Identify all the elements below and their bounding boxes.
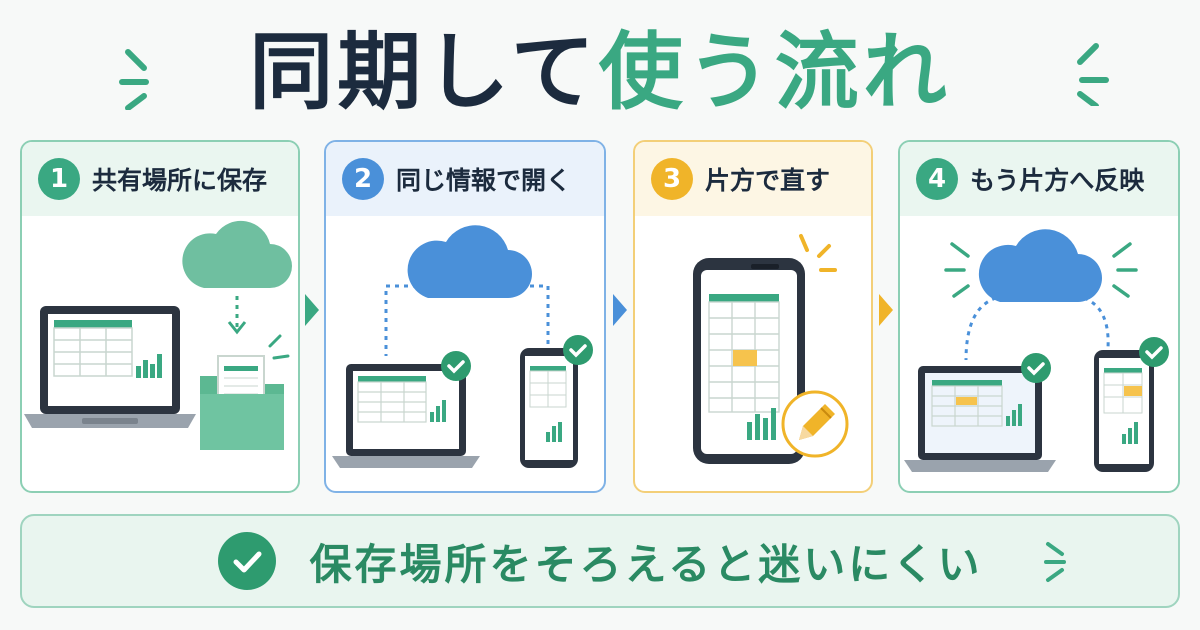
step-card-4: 4 もう片方へ反映: [898, 140, 1180, 493]
title-part-2: 使う流れ: [598, 23, 951, 121]
smartphone-icon: [520, 348, 578, 468]
summary-banner: 保存場所をそろえると迷いにくい: [20, 514, 1180, 608]
step-illustration-2: [332, 225, 593, 468]
step-header-2: 2 同じ情報で開く: [326, 142, 604, 216]
step-card-1: 1 共有場所に保存: [20, 140, 300, 493]
step-title-2: 同じ情報で開く: [396, 166, 572, 195]
step-header-3: 3 片方で直す: [635, 142, 871, 216]
step-title-4: もう片方へ反映: [970, 166, 1145, 195]
check-icon: [563, 335, 593, 365]
cloud-icon: [182, 220, 292, 288]
step-title-3: 片方で直す: [705, 166, 831, 195]
arrow-right-icon: [613, 294, 627, 326]
cloud-icon: [978, 229, 1102, 302]
laptop-icon: [332, 364, 480, 468]
sparkle-right-icon: [1077, 43, 1109, 106]
step-card-3: 3 片方で直す: [633, 140, 873, 493]
cloud-icon: [407, 225, 532, 298]
step-number-4: 4: [916, 158, 958, 200]
smartphone-icon: [693, 258, 805, 464]
check-icon: [441, 351, 471, 381]
title-part-1: 同期して: [249, 23, 599, 121]
pencil-icon: [781, 390, 849, 458]
step-illustration-3: [693, 234, 849, 464]
check-icon: [1139, 337, 1169, 367]
arrow-right-icon: [879, 294, 893, 326]
step-card-2: 2 同じ情報で開く: [324, 140, 606, 493]
step-number-2: 2: [342, 158, 384, 200]
check-icon: [217, 532, 276, 590]
step-title-1: 共有場所に保存: [92, 166, 268, 195]
step-header-1: 1 共有場所に保存: [22, 142, 298, 216]
check-icon: [1021, 353, 1051, 383]
step-illustration-4: [904, 229, 1169, 472]
sparkle-left-icon: [119, 49, 149, 110]
laptop-icon: [24, 306, 196, 428]
sparkle-icon: [1044, 542, 1066, 582]
laptop-icon: [904, 366, 1056, 472]
page-title: 同期して使う流れ: [0, 22, 1200, 122]
step-number-3: 3: [651, 158, 693, 200]
summary-text: 保存場所をそろえると迷いにくい: [309, 539, 983, 589]
step-header-4: 4 もう片方へ反映: [900, 142, 1178, 216]
arrow-right-icon: [305, 294, 319, 326]
folder-icon: [200, 355, 284, 450]
step-illustration-1: [24, 220, 292, 450]
step-number-1: 1: [38, 158, 80, 200]
smartphone-icon: [1094, 350, 1154, 472]
